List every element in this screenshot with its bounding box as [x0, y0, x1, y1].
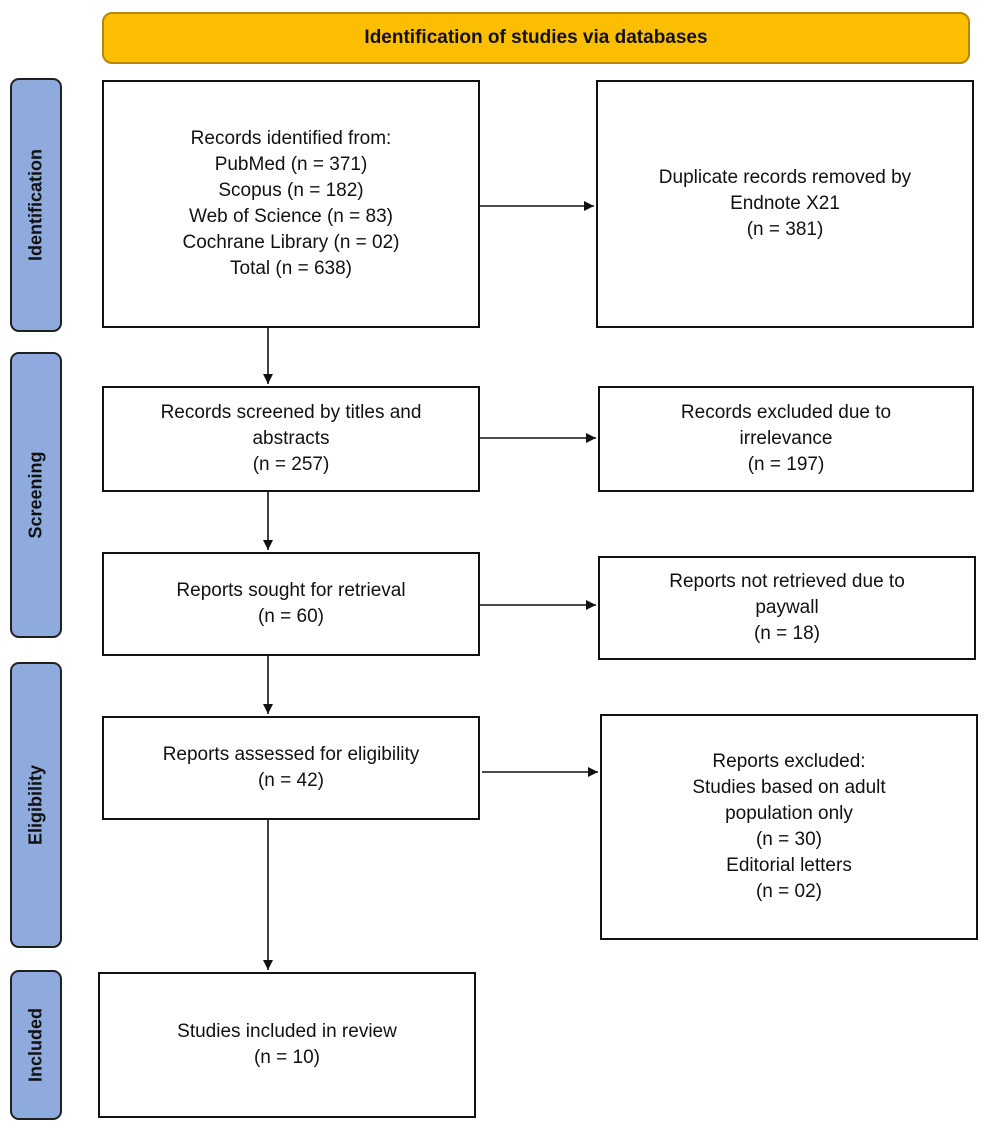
box-text-line: (n = 60) [257, 606, 324, 627]
box-text-line: Records identified from: [190, 128, 392, 149]
box-text-line: Reports assessed for eligibility [162, 744, 420, 765]
box-text-line: Reports excluded: [712, 751, 866, 772]
records-screened-box: Records screened by titles and abstracts (… [102, 386, 480, 492]
reports-sought-box: Reports sought for retrieval (n = 60) [102, 552, 480, 656]
box-text-line: population only [725, 803, 853, 824]
reports-not-retrieved-box: Reports not retrieved due to paywall (n = … [598, 556, 976, 660]
header-banner: Identification of studies via databases [102, 12, 970, 64]
studies-included-box: Studies included in review (n = 10) [98, 972, 476, 1118]
box-text-line: Records screened by titles and [160, 402, 422, 423]
box-text-line: (n = 10) [253, 1047, 320, 1068]
box-text-line: Reports sought for retrieval [176, 580, 406, 601]
box-text-line: (n = 197) [747, 454, 825, 475]
box-text-line: (n = 42) [257, 770, 324, 791]
box-text-line: Scopus (n = 182) [218, 180, 364, 201]
records-identified-box: Records identified from: PubMed (n = 371)… [102, 80, 480, 328]
box-text-line: Web of Science (n = 83) [188, 206, 393, 227]
phase-included: Included [10, 970, 62, 1120]
box-text-line: (n = 381) [746, 219, 824, 240]
phase-screening: Screening [10, 352, 62, 638]
reports-assessed-box: Reports assessed for eligibility (n = 42) [102, 716, 480, 820]
duplicates-removed-box: Duplicate records removed by Endnote X21 (… [596, 80, 974, 328]
phase-identification: Identification [10, 78, 62, 332]
box-text-line: Studies included in review [177, 1021, 397, 1042]
box-text-line: (n = 02) [755, 881, 822, 902]
box-text-line: Endnote X21 [730, 193, 840, 214]
box-text-line: Studies based on adult [692, 777, 886, 798]
box-text-line: Total (n = 638) [230, 258, 352, 279]
box-text-line: (n = 257) [252, 454, 330, 475]
header-title: Identification of studies via databases [364, 27, 708, 48]
reports-excluded-box: Reports excluded: Studies based on adult p… [600, 714, 978, 940]
box-text-line: (n = 30) [755, 829, 822, 850]
box-text-line: Duplicate records removed by [658, 167, 912, 188]
box-text-line: paywall [755, 597, 819, 618]
box-text-line: abstracts [252, 428, 330, 449]
box-text-line: Editorial letters [726, 855, 852, 876]
box-text-line: Cochrane Library (n = 02) [182, 232, 400, 253]
box-text-line: Reports not retrieved due to [669, 571, 905, 592]
records-excluded-box: Records excluded due to irrelevance (n = 1… [598, 386, 974, 492]
box-text-line: irrelevance [739, 428, 833, 449]
box-text-line: (n = 18) [753, 623, 820, 644]
box-text-line: Records excluded due to [680, 402, 892, 423]
phase-eligibility: Eligibility [10, 662, 62, 948]
box-text-line: PubMed (n = 371) [214, 154, 368, 175]
